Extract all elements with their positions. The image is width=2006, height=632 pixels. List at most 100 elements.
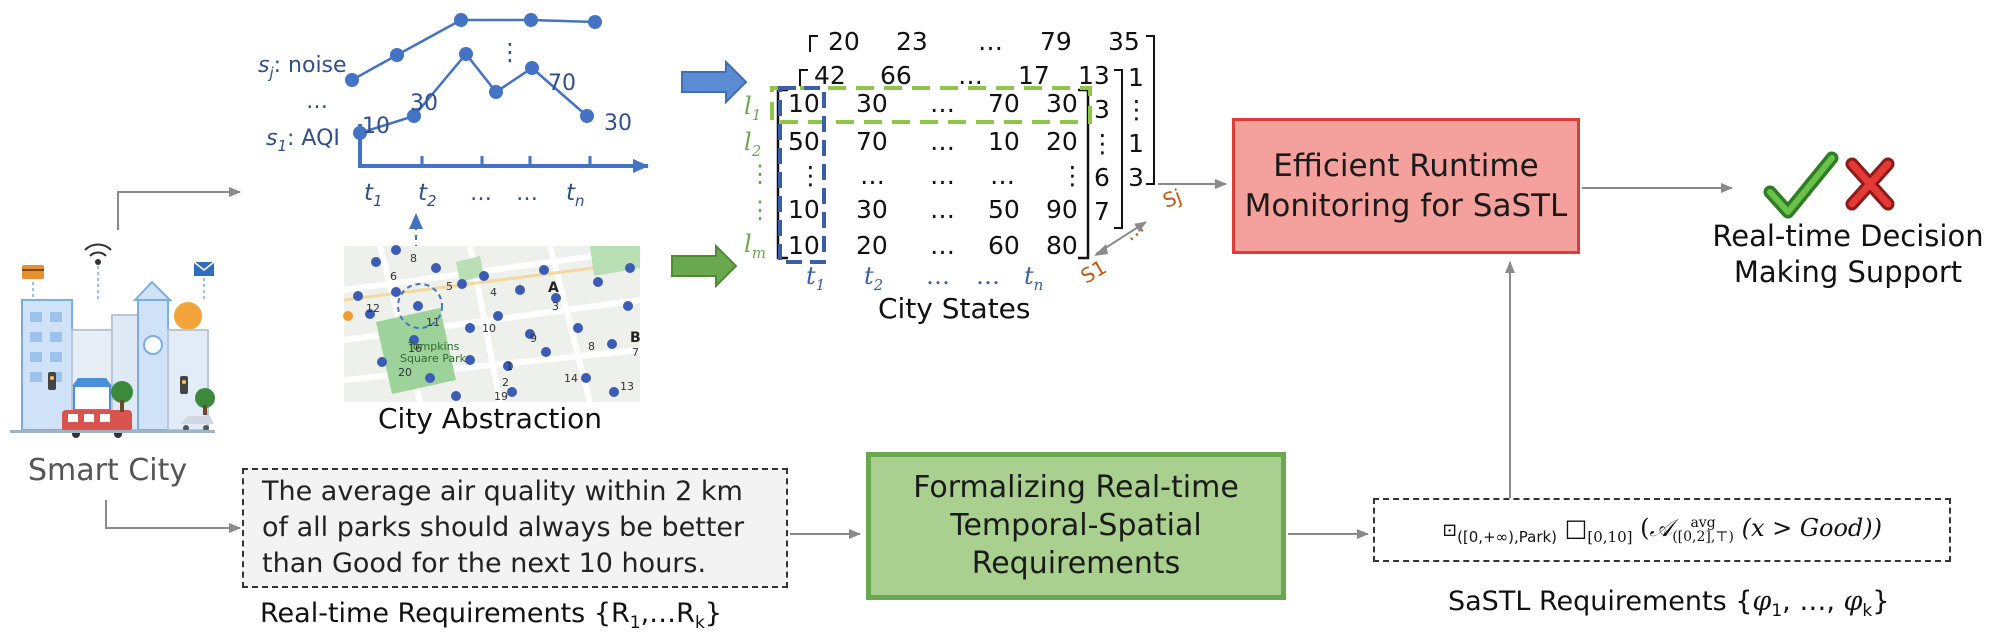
- svg-text:35: 35: [1108, 27, 1140, 56]
- noise-point: [390, 48, 404, 62]
- svg-text:10: 10: [788, 89, 820, 118]
- requirement-line: of all parks should always be better: [262, 512, 745, 543]
- svg-text:l1: l1: [744, 92, 761, 124]
- svg-text:4: 4: [490, 286, 497, 299]
- svg-text:42: 42: [814, 61, 846, 90]
- svg-text:23: 23: [896, 27, 928, 56]
- svg-text:t1: t1: [806, 262, 825, 294]
- sensor-range-circle: [397, 283, 443, 329]
- svg-text:13: 13: [1078, 61, 1110, 90]
- svg-text:10: 10: [788, 231, 820, 260]
- svg-text:⋮: ⋮: [798, 161, 823, 190]
- svg-text:80: 80: [1046, 231, 1078, 260]
- map-marker-label: B: [630, 330, 641, 346]
- svg-text:60: 60: [988, 231, 1020, 260]
- svg-text:70: 70: [988, 89, 1020, 118]
- aqi-value-label: 70: [548, 71, 576, 96]
- smart-city-label: Smart City: [28, 453, 187, 488]
- time-column-highlight: [778, 86, 826, 264]
- aqi-point: [489, 85, 503, 99]
- svg-text:16: 16: [408, 342, 422, 355]
- svg-text:20: 20: [1046, 127, 1078, 156]
- aqi-point: [525, 61, 539, 75]
- x-tick-label: …: [470, 181, 492, 206]
- x-tick-label: t2: [418, 180, 437, 210]
- formalizing-box-line: Temporal-Spatial: [950, 508, 1202, 543]
- svg-text:66: 66: [880, 61, 912, 90]
- aqi-value-label: 30: [410, 91, 438, 116]
- noise-series-label: sj: noise: [258, 53, 347, 82]
- requirement-line: than Good for the next 10 hours.: [262, 548, 707, 579]
- arrow-city-to-requirements: [105, 500, 241, 533]
- svg-text:30: 30: [856, 195, 888, 224]
- svg-text:⋮: ⋮: [1124, 95, 1149, 124]
- svg-text:50: 50: [988, 195, 1020, 224]
- svg-text:20: 20: [828, 27, 860, 56]
- svg-text:14: 14: [564, 372, 578, 385]
- time-labels: t1 t2 … … tn: [806, 262, 1043, 294]
- sensor-1-label: S1: [1077, 255, 1111, 288]
- svg-text:10: 10: [988, 127, 1020, 156]
- svg-text:7: 7: [1094, 197, 1110, 226]
- x-tick-label: …: [516, 181, 538, 206]
- svg-text:…: …: [958, 61, 983, 90]
- aqi-point: [459, 47, 473, 61]
- aqi-series-label: s1: AQI: [266, 126, 340, 155]
- svg-text:…: …: [976, 262, 1000, 290]
- smart-city-illustration: [10, 243, 215, 438]
- aqi-point: [580, 109, 594, 123]
- formalizing-box: Formalizing Real-time Temporal-Spatial R…: [866, 452, 1286, 600]
- city-abstraction-caption: City Abstraction: [378, 402, 602, 435]
- green-block-arrow: [671, 243, 738, 289]
- runtime-box-line: Monitoring for SaSTL: [1244, 188, 1568, 224]
- vertical-ellipsis: ⋮: [498, 38, 522, 66]
- svg-text:…: …: [930, 195, 955, 224]
- cross-icon: [1845, 157, 1895, 211]
- map-marker-label: A: [548, 280, 559, 296]
- svg-text:…: …: [930, 127, 955, 156]
- svg-text:10: 10: [482, 322, 496, 335]
- noise-point: [454, 13, 468, 27]
- formalizing-box-line: Requirements: [971, 546, 1181, 581]
- svg-text:3: 3: [1128, 163, 1144, 192]
- svg-text:20: 20: [398, 366, 412, 379]
- svg-text:3: 3: [1094, 95, 1110, 124]
- svg-text:8: 8: [588, 340, 595, 353]
- svg-text:…: …: [930, 161, 955, 190]
- svg-text:10: 10: [788, 195, 820, 224]
- svg-text:l2: l2: [744, 128, 761, 160]
- svg-text:1: 1: [506, 360, 513, 373]
- svg-text:17: 17: [1018, 61, 1050, 90]
- city-states-tensor: 20 23 … 79 35 1 ⋮ 1 3 42 66 … 17 13 3 ⋮ …: [776, 27, 1155, 260]
- svg-text:90: 90: [1046, 195, 1078, 224]
- svg-text:t2: t2: [864, 262, 883, 294]
- svg-text:8: 8: [410, 252, 417, 265]
- svg-text:⋮: ⋮: [748, 196, 772, 224]
- svg-text:2: 2: [502, 376, 509, 389]
- svg-text:20: 20: [856, 231, 888, 260]
- arrow-city-to-abstraction: [117, 187, 241, 230]
- svg-text:1: 1: [1128, 63, 1144, 92]
- decision-label: Real-time Decision: [1712, 219, 1983, 253]
- svg-text:⋮: ⋮: [748, 160, 772, 188]
- svg-text:6: 6: [390, 270, 397, 283]
- noise-point: [588, 15, 602, 29]
- svg-text:30: 30: [856, 89, 888, 118]
- svg-text:tn: tn: [1024, 262, 1043, 294]
- requirement-line: The average air quality within 2 km: [262, 476, 743, 507]
- check-icon: [1763, 151, 1839, 219]
- svg-text:9: 9: [530, 332, 537, 345]
- city-states-caption: City States: [878, 292, 1030, 325]
- location-labels: l1 l2 ⋮ ⋮ lm: [744, 92, 772, 262]
- svg-text:⋮: ⋮: [1060, 161, 1085, 190]
- sensor-timeseries-plot: sj: noise … s1: AQI ⋮ 10 30 70 30 t1 t2 …: [258, 13, 649, 210]
- svg-text:70: 70: [856, 127, 888, 156]
- city-map: 6 8 5 12 11 10 4 3 9 16 8 20 1 14 2 19 1…: [343, 245, 641, 403]
- svg-text:11: 11: [426, 316, 440, 329]
- aqi-series-line: [359, 52, 588, 135]
- requirement-text-box: The average air quality within 2 km of a…: [242, 468, 788, 588]
- map-park-label: Square Park: [400, 352, 467, 365]
- formalizing-box-line: Formalizing Real-time: [913, 470, 1239, 505]
